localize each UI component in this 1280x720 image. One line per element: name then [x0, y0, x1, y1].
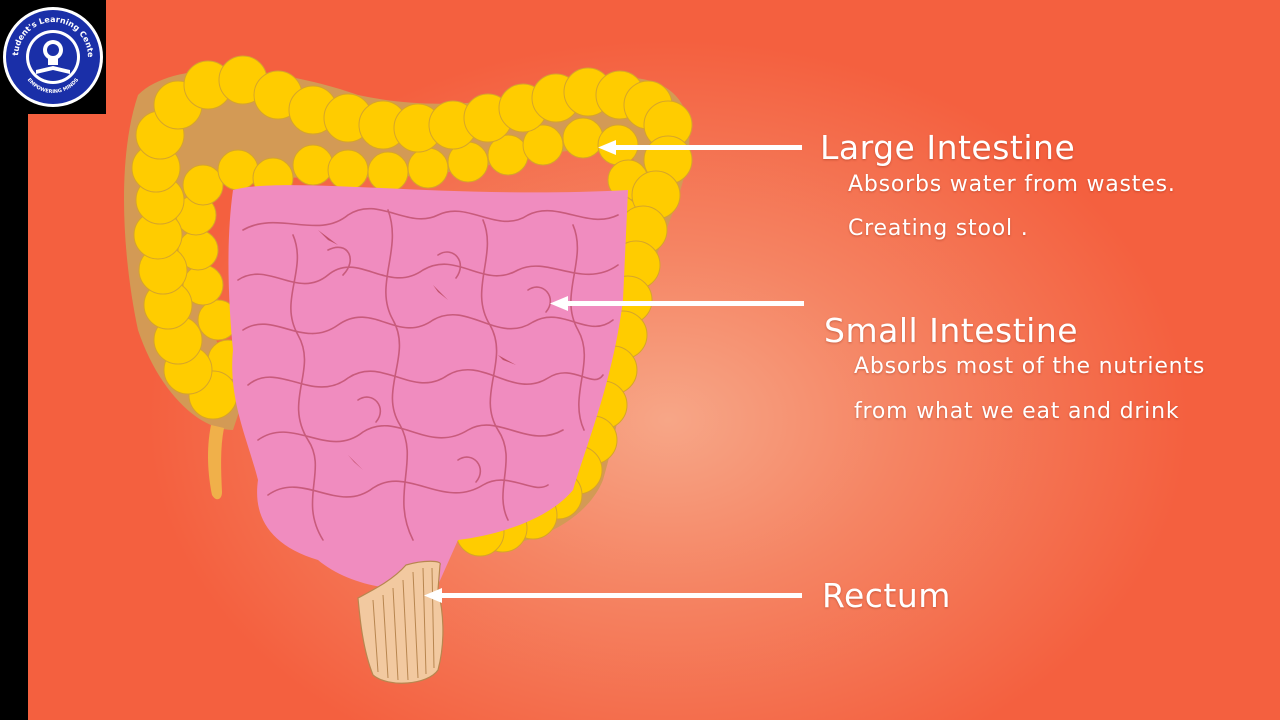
small-intestine-desc-line1: Absorbs most of the nutrients	[854, 354, 1206, 379]
colon-segment	[217, 149, 259, 191]
arrow-large-intestine	[598, 140, 802, 155]
digestive-diagram	[124, 55, 804, 684]
colon-segment	[407, 147, 449, 189]
book-icon	[36, 66, 70, 74]
colon-segment	[327, 149, 369, 191]
logo-emblem: Student's Learning Center EMPOWERING MIN…	[0, 0, 103, 107]
arrow-small-intestine	[550, 296, 804, 311]
small-intestine-title: Small Intestine	[824, 311, 1079, 350]
diagram-stage: Large Intestine Absorbs water from waste…	[28, 0, 1280, 720]
logo: Student's Learning Center EMPOWERING MIN…	[0, 0, 106, 114]
colon-segment	[182, 164, 224, 206]
large-intestine-desc-line1: Absorbs water from wastes.	[848, 172, 1176, 197]
arrow-rectum	[424, 588, 802, 603]
colon-segment	[367, 151, 409, 193]
appendix	[208, 425, 224, 500]
small-intestine	[228, 185, 628, 589]
rectum-title: Rectum	[822, 576, 951, 615]
colon-segment	[522, 124, 564, 166]
rectum	[357, 560, 444, 684]
colon-segment	[292, 144, 334, 186]
pointer-arrows	[424, 140, 804, 603]
left-black-bar	[0, 0, 28, 720]
large-intestine-title: Large Intestine	[820, 128, 1076, 167]
colon-segment	[562, 117, 604, 159]
bulb-icon	[43, 40, 63, 65]
large-intestine-desc-line2: Creating stool .	[848, 216, 1029, 241]
small-intestine-desc-line2: from what we eat and drink	[854, 399, 1180, 424]
